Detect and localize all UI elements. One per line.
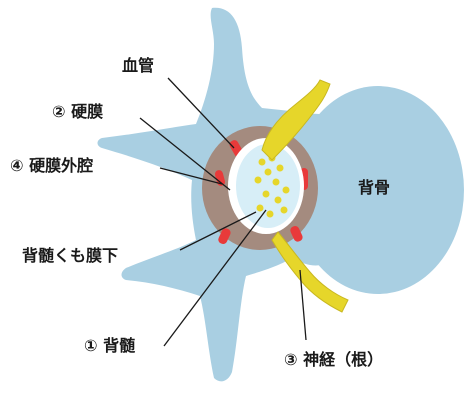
label-subarachnoid: 背髄くも膜下: [22, 248, 118, 264]
label-dura: ② 硬膜: [52, 104, 103, 120]
label-epidural-space: ④ 硬膜外腔: [10, 158, 93, 174]
label-nerve-root: ③ 神経（根）: [284, 352, 383, 368]
label-blood-vessel: 血管: [122, 58, 154, 74]
label-spinal-cord: ① 背髄: [84, 338, 135, 354]
label-vertebral-body: 背骨: [358, 180, 390, 196]
